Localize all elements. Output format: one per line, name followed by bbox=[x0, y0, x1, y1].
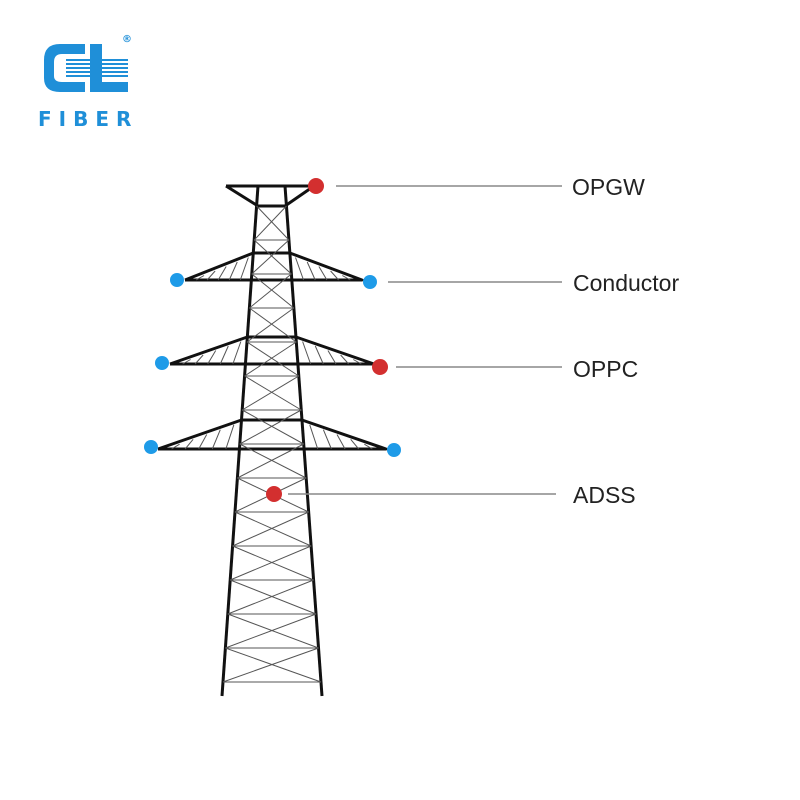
lattice-brace bbox=[244, 341, 297, 377]
tower-leg bbox=[220, 185, 260, 697]
lattice-brace bbox=[246, 307, 295, 343]
lattice-brace bbox=[249, 307, 297, 343]
lattice-brace bbox=[227, 579, 314, 615]
label-adss: ADSS bbox=[573, 482, 636, 508]
arm-truss-line bbox=[322, 429, 332, 450]
oppc-marker bbox=[372, 359, 388, 375]
lattice-brace bbox=[230, 579, 317, 615]
arm-truss-line bbox=[184, 439, 194, 450]
arm-truss-line bbox=[350, 439, 360, 450]
lattice-brace bbox=[253, 205, 287, 241]
arm-truss-line bbox=[182, 359, 191, 365]
registered-mark: ® bbox=[122, 34, 132, 45]
logo-mark-icon bbox=[44, 44, 128, 92]
conductor-marker bbox=[363, 275, 377, 289]
tower-lattice-bracing bbox=[171, 205, 373, 683]
lattice-brace bbox=[251, 239, 290, 275]
arm-truss-line bbox=[207, 350, 217, 365]
arm-truss-line bbox=[198, 434, 208, 450]
arm-truss-line bbox=[318, 266, 328, 281]
arm-truss-line bbox=[228, 261, 238, 281]
arm-truss-line bbox=[306, 261, 316, 281]
conductor-marker bbox=[170, 273, 184, 287]
arm-truss-line bbox=[309, 424, 319, 450]
arm-truss-line bbox=[232, 341, 242, 365]
arm-truss-line bbox=[295, 257, 304, 281]
arm-truss-line bbox=[195, 275, 205, 281]
arm-truss-line bbox=[336, 434, 346, 450]
lattice-brace bbox=[256, 205, 290, 241]
lattice-brace bbox=[241, 375, 300, 411]
arm-truss-line bbox=[314, 345, 324, 365]
arm-truss-line bbox=[217, 266, 227, 281]
cable-markers bbox=[144, 178, 401, 502]
arm-truss-line bbox=[342, 275, 351, 281]
leader-lines bbox=[288, 185, 562, 495]
brand-name: FIBER bbox=[38, 107, 138, 131]
opgw-marker bbox=[308, 178, 324, 194]
lattice-brace bbox=[227, 613, 319, 649]
conductor-marker bbox=[155, 356, 169, 370]
tower-top-cap bbox=[225, 184, 316, 208]
lattice-brace bbox=[239, 443, 307, 479]
arm-truss-line bbox=[171, 443, 180, 450]
tower-cross-arm bbox=[157, 418, 388, 451]
arm-truss-line bbox=[340, 354, 350, 365]
arm-truss-line bbox=[239, 257, 249, 281]
lattice-brace bbox=[234, 511, 312, 547]
arm-truss-line bbox=[353, 359, 362, 365]
arm-truss-line bbox=[194, 354, 204, 365]
arm-truss-line bbox=[206, 270, 216, 281]
lattice-brace bbox=[225, 613, 317, 649]
arm-truss-line bbox=[225, 424, 235, 450]
arm-truss-line bbox=[211, 429, 221, 450]
arm-truss-line bbox=[302, 341, 312, 365]
lattice-brace bbox=[237, 443, 304, 479]
lattice-brace bbox=[232, 511, 309, 547]
lattice-brace bbox=[225, 647, 322, 683]
arm-truss-line bbox=[219, 345, 229, 365]
lattice-brace bbox=[244, 375, 302, 411]
lattice-brace bbox=[229, 545, 312, 581]
lattice-brace bbox=[249, 273, 292, 309]
lattice-brace bbox=[232, 545, 314, 581]
conductor-marker bbox=[387, 443, 401, 457]
arm-truss-line bbox=[364, 443, 373, 450]
tower-leg bbox=[283, 185, 324, 697]
company-logo: ® FIBER bbox=[38, 34, 138, 131]
lattice-brace bbox=[241, 409, 304, 445]
label-oppc: OPPC bbox=[573, 356, 638, 382]
adss-marker bbox=[266, 486, 282, 502]
label-conductor: Conductor bbox=[573, 270, 679, 296]
tower-cross-arm bbox=[169, 335, 376, 366]
label-opgw: OPGW bbox=[572, 174, 645, 200]
lattice-brace bbox=[251, 273, 295, 309]
arm-truss-line bbox=[327, 350, 337, 365]
arm-truss-line bbox=[330, 270, 339, 281]
lattice-brace bbox=[239, 409, 302, 445]
lattice-brace bbox=[246, 341, 300, 377]
conductor-marker bbox=[144, 440, 158, 454]
lattice-brace bbox=[222, 647, 319, 683]
lattice-brace bbox=[253, 239, 292, 275]
